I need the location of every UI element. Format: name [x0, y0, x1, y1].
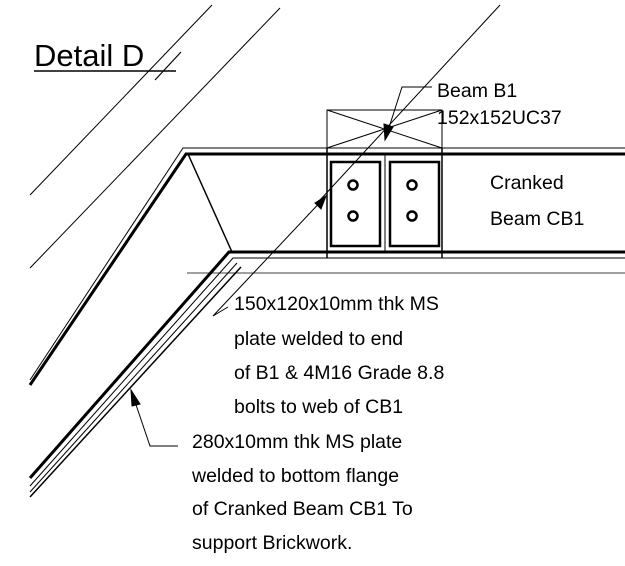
section-cut-line	[319, 4, 501, 201]
construction-lines	[29, 4, 281, 269]
plate-connection-note-line1: 150x120x10mm thk MS	[234, 293, 439, 315]
title-slash	[154, 51, 182, 81]
plate-connection-note-line4: bolts to web of CB1	[234, 396, 404, 418]
leader-beam-b1	[383, 86, 432, 142]
bolts	[347, 179, 418, 222]
bottom-plate-note-line3: of Cranked Beam CB1 To	[192, 498, 413, 520]
web-stiffeners	[326, 148, 443, 258]
plate-connection-note-line3: of B1 & 4M16 Grade 8.8	[234, 362, 445, 384]
bottom-plate-note-line4: support Brickwork.	[192, 532, 353, 554]
cranked-beam-label-line1: Cranked	[490, 172, 564, 194]
cranked-beam-bottom-flange	[28, 250, 625, 487]
bottom-support-plate	[29, 262, 242, 498]
beam-b1-size: 152x152UC37	[437, 107, 562, 129]
beam-b1-label: Beam B1	[437, 80, 518, 102]
bottom-plate-note-line1: 280x10mm thk MS plate	[192, 431, 403, 453]
cranked-beam-top-flange	[28, 147, 625, 386]
bottom-plate-note-line2: welded to bottom flange	[192, 465, 400, 487]
crank-web-line	[187, 153, 233, 253]
detail-title: Detail D	[34, 38, 145, 73]
cranked-beam-label-line2: Beam CB1	[490, 208, 585, 230]
leader-bottom-plate	[130, 388, 178, 447]
plate-connection-note-line2: plate welded to end	[234, 328, 404, 350]
end-plates	[329, 160, 441, 248]
